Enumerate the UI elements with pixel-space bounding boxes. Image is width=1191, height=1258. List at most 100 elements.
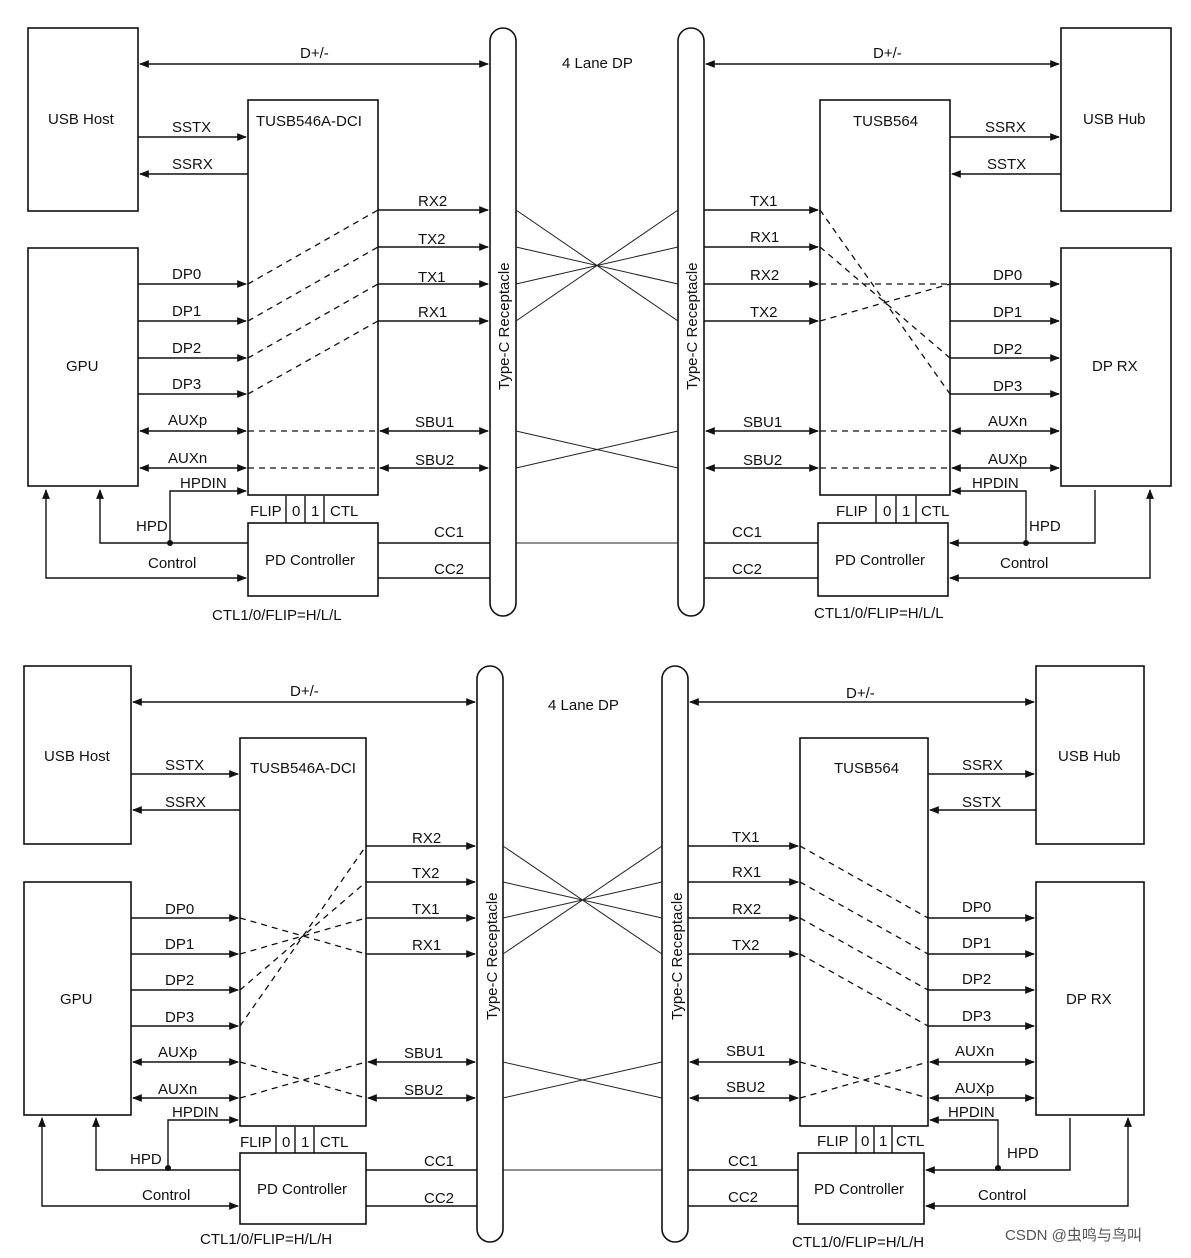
ctl-label-left: CTL	[330, 503, 358, 520]
ssrx-label-right: SSRX	[985, 119, 1026, 136]
usb-hub-label: USB Hub	[1083, 111, 1146, 128]
hpd-line-left	[96, 489, 248, 544]
control-line-right	[949, 489, 1154, 582]
hpd-label-right: HPD	[1007, 1145, 1039, 1162]
usb-hub-block	[1060, 27, 1172, 212]
dp0-label-left: DP0	[165, 901, 194, 918]
hpdin-label-left: HPDIN	[172, 1104, 219, 1121]
lane-label-right: TX1	[750, 193, 778, 210]
aux-label-1-right: AUXn	[955, 1043, 994, 1060]
mux-path	[247, 320, 379, 395]
lane-label-right: TX1	[732, 829, 760, 846]
dp1-label-left: DP1	[165, 936, 194, 953]
lane-label-left: TX1	[412, 901, 440, 918]
type-c-receptacle-left	[489, 27, 517, 617]
mux-label-left: TUSB546A-DCI	[250, 760, 356, 777]
dp2-label-right: DP2	[962, 971, 991, 988]
sbu2-label-left: SBU2	[415, 452, 454, 469]
mux-path	[799, 1061, 929, 1099]
sstx-label-left: SSTX	[172, 119, 211, 136]
cable-crossing	[515, 209, 679, 544]
lane-label-right: TX2	[732, 937, 760, 954]
lane-label-left: TX2	[418, 231, 446, 248]
mux-block-right	[799, 737, 929, 1127]
hpdin-label-right: HPDIN	[948, 1104, 995, 1121]
bit0-left: 0	[282, 1134, 290, 1151]
sstx-label-right: SSTX	[987, 156, 1026, 173]
bit1-left: 1	[301, 1134, 309, 1151]
hpdin-line-left	[169, 487, 247, 543]
hpdin-label-left: HPDIN	[180, 475, 227, 492]
sbu1-label-left: SBU1	[415, 414, 454, 431]
hpd-label-left: HPD	[136, 518, 168, 535]
control-line-left	[38, 1117, 239, 1210]
bit0-right: 0	[883, 503, 891, 520]
cc1-label-left: CC1	[434, 524, 464, 541]
ssrx-label-left: SSRX	[165, 794, 206, 811]
bit1-right: 1	[902, 503, 910, 520]
lane-label-right: RX2	[732, 901, 761, 918]
lane-label-left: RX2	[412, 830, 441, 847]
dp1-label-left: DP1	[172, 303, 201, 320]
mux-label-right: TUSB564	[853, 113, 918, 130]
ssrx-label-left: SSRX	[172, 156, 213, 173]
cc2-label-left: CC2	[424, 1190, 454, 1207]
mux-block-left	[247, 99, 379, 496]
lane-label-left: RX1	[412, 937, 441, 954]
mux-path	[799, 953, 929, 1027]
lane-label-right: RX1	[732, 864, 761, 881]
type-c-receptacle-right	[677, 27, 705, 617]
lane-label-left: TX1	[418, 269, 446, 286]
dp-rx-label: DP RX	[1092, 358, 1138, 375]
setting-label-right: CTL1/0/FLIP=H/L/L	[814, 605, 944, 622]
dp0-label-right: DP0	[962, 899, 991, 916]
setting-label-left: CTL1/0/FLIP=H/L/H	[200, 1231, 332, 1248]
cc2-label-right: CC2	[732, 561, 762, 578]
pd-controller-right	[817, 522, 949, 597]
sbu1-label-left: SBU1	[404, 1045, 443, 1062]
receptacle-label: Type-C Receptacle	[496, 262, 513, 390]
control-label-left: Control	[148, 555, 196, 572]
mux-label-right: TUSB564	[834, 760, 899, 777]
control-label-left: Control	[142, 1187, 190, 1204]
hpdin-label-right: HPDIN	[972, 475, 1019, 492]
hpdin-line-right	[929, 1116, 999, 1168]
usb-host-block	[27, 27, 139, 212]
mux-path	[247, 246, 379, 322]
dp3-label-right: DP3	[993, 378, 1022, 395]
mux-path	[799, 917, 929, 991]
usb-host-label: USB Host	[48, 111, 115, 128]
control-line-right	[925, 1117, 1132, 1210]
lane-label: 4 Lane DP	[562, 55, 633, 72]
pd-controller-left	[239, 1152, 367, 1225]
sbu1-label-right: SBU1	[743, 414, 782, 431]
lane-label-right: RX2	[750, 267, 779, 284]
control-line-left	[42, 489, 247, 582]
hpdin-line-right	[951, 487, 1027, 543]
usb-hub-label: USB Hub	[1058, 748, 1121, 765]
sbu1-label-right: SBU1	[726, 1043, 765, 1060]
pd-controller-right	[797, 1152, 925, 1225]
flip-label-left: FLIP	[240, 1134, 272, 1151]
flip-label-left: FLIP	[250, 503, 282, 520]
gpu-block	[27, 247, 139, 487]
d-bus-label-left: D+/-	[300, 45, 329, 62]
aux-label-2-left: AUXn	[168, 450, 207, 467]
receptacle-label: Type-C Receptacle	[669, 892, 686, 1020]
mux-path	[247, 283, 379, 359]
d-bus-label-left: D+/-	[290, 683, 319, 700]
dp0-label-right: DP0	[993, 267, 1022, 284]
aux-label-1-left: AUXp	[158, 1044, 197, 1061]
mux-path	[247, 209, 379, 285]
sstx-label-left: SSTX	[165, 757, 204, 774]
ctl-label-right: CTL	[896, 1133, 924, 1150]
mux-path	[799, 881, 929, 955]
sbu2-label-left: SBU2	[404, 1082, 443, 1099]
flip-label-right: FLIP	[836, 503, 868, 520]
bit0-left: 0	[292, 503, 300, 520]
control-label-right: Control	[1000, 555, 1048, 572]
bit0-right: 0	[861, 1133, 869, 1150]
cc1-label-right: CC1	[728, 1153, 758, 1170]
